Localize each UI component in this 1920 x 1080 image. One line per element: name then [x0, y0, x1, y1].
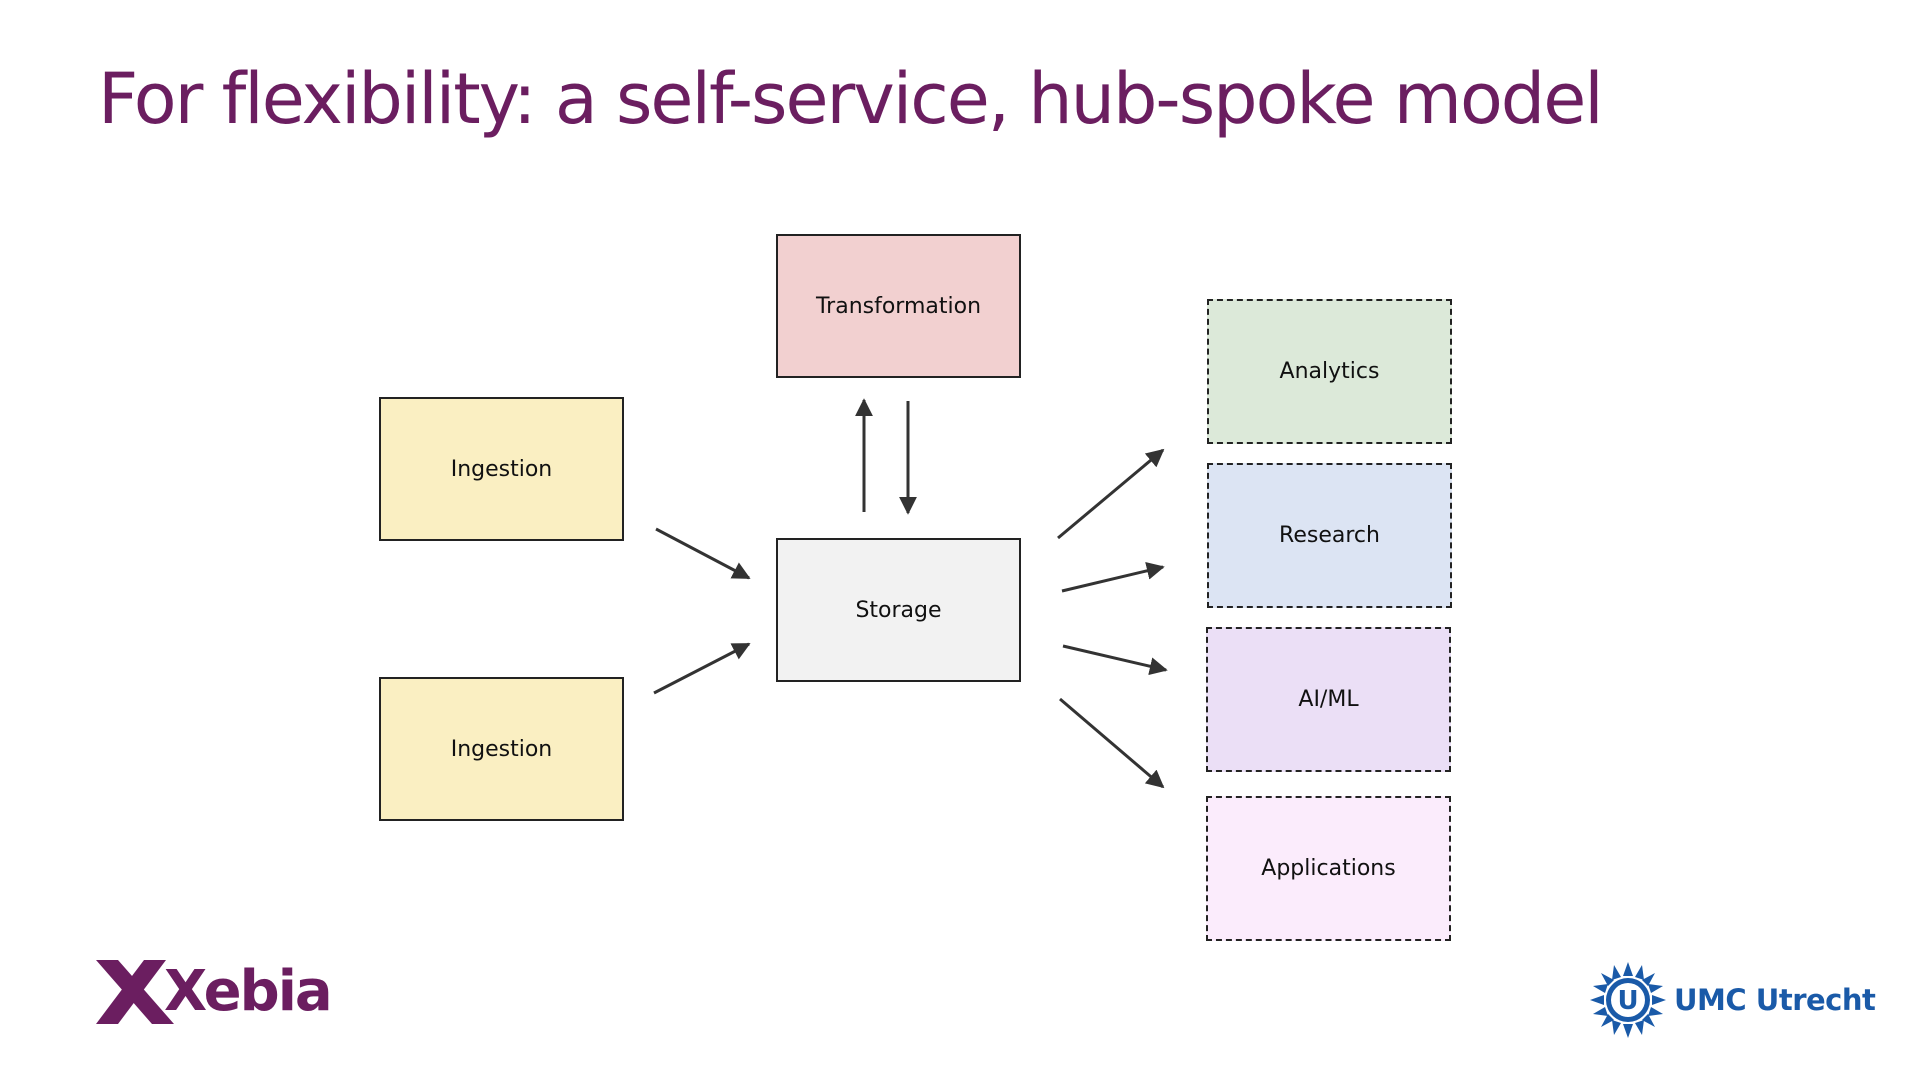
- node-aiml: AI/ML: [1206, 627, 1451, 772]
- arrow-ingestion1-to-storage: [655, 527, 751, 580]
- node-research: Research: [1207, 463, 1452, 608]
- node-analytics: Analytics: [1207, 299, 1452, 444]
- node-transformation: Transformation: [776, 234, 1021, 378]
- arrow-storage-to-applications: [1059, 697, 1165, 789]
- arrow-storage-to-research: [1061, 561, 1165, 593]
- xebia-logo: Xebia: [96, 959, 333, 1024]
- umc-utrecht-logo: U UMC Utrecht: [1590, 962, 1876, 1038]
- node-ingestion-2: Ingestion: [379, 677, 624, 821]
- xebia-x-icon: [96, 960, 174, 1024]
- svg-text:U: U: [1617, 986, 1638, 1016]
- xebia-wordmark: Xebia: [164, 959, 333, 1024]
- node-applications: Applications: [1206, 796, 1451, 941]
- node-ingestion-1: Ingestion: [379, 397, 624, 541]
- node-storage: Storage: [776, 538, 1021, 682]
- umc-sun-icon: U: [1590, 962, 1666, 1038]
- arrow-storage-to-aiml: [1062, 644, 1168, 676]
- umc-utrecht-wordmark: UMC Utrecht: [1674, 983, 1876, 1017]
- arrow-storage-to-analytics: [1057, 448, 1165, 540]
- page-title: For flexibility: a self-service, hub-spo…: [98, 58, 1604, 140]
- arrow-ingestion2-to-storage: [653, 642, 751, 695]
